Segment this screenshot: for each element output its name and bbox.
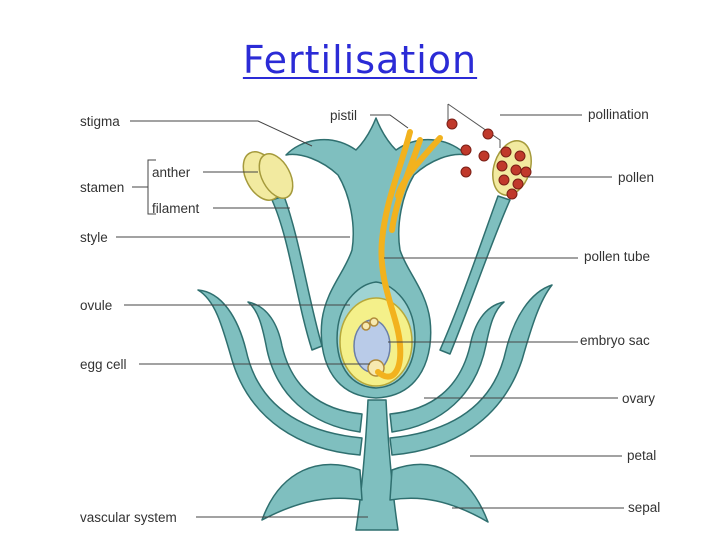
petal-left-inner <box>247 301 363 433</box>
synergid-1 <box>361 321 371 331</box>
sepal-left <box>261 463 363 521</box>
leader-stamen-bracket <box>132 159 156 215</box>
pollen-tube-branch-2 <box>395 135 443 199</box>
synergid-2 <box>369 317 379 327</box>
pollination-region <box>446 103 501 178</box>
page-title: Fertilisation <box>242 38 478 82</box>
leader-pistil <box>370 114 409 129</box>
label-stigma: stigma <box>80 114 120 129</box>
filament-right <box>439 195 511 355</box>
label-pistil: pistil <box>330 108 357 123</box>
labels: stigma stamen anther filament style ovul… <box>80 107 660 525</box>
petal-right-outer <box>389 284 553 456</box>
label-egg-cell: egg cell <box>80 357 127 372</box>
petal-left-outer <box>197 289 363 456</box>
label-ovary: ovary <box>622 391 655 406</box>
pollen-grain <box>482 128 494 140</box>
label-stamen: stamen <box>80 180 124 195</box>
stem <box>355 399 399 531</box>
pollen-grain <box>460 144 472 156</box>
label-sepal: sepal <box>628 500 660 515</box>
label-pollen: pollen <box>618 170 654 185</box>
label-embryo-sac: embryo sac <box>580 333 650 348</box>
flower-illustration <box>197 117 553 531</box>
pistil <box>285 117 467 399</box>
label-filament: filament <box>152 201 200 216</box>
label-ovule: ovule <box>80 298 112 313</box>
filament-left <box>271 195 323 351</box>
label-style: style <box>80 230 108 245</box>
label-petal: petal <box>627 448 656 463</box>
sepal-right <box>389 463 489 523</box>
leader-lines <box>116 114 624 518</box>
pollen-grain <box>460 166 472 178</box>
petal-right-inner <box>389 301 505 433</box>
leader-stigma <box>130 120 313 147</box>
pollen-grains-anther <box>496 146 532 200</box>
pollen-tube <box>375 129 413 380</box>
label-pollen-tube: pollen tube <box>584 249 650 264</box>
pollen-grain <box>446 118 458 130</box>
anther-left <box>242 151 294 201</box>
label-anther: anther <box>152 165 191 180</box>
label-vascular-system: vascular system <box>80 510 177 525</box>
pollen-grain <box>478 150 490 162</box>
label-pollination: pollination <box>588 107 649 122</box>
